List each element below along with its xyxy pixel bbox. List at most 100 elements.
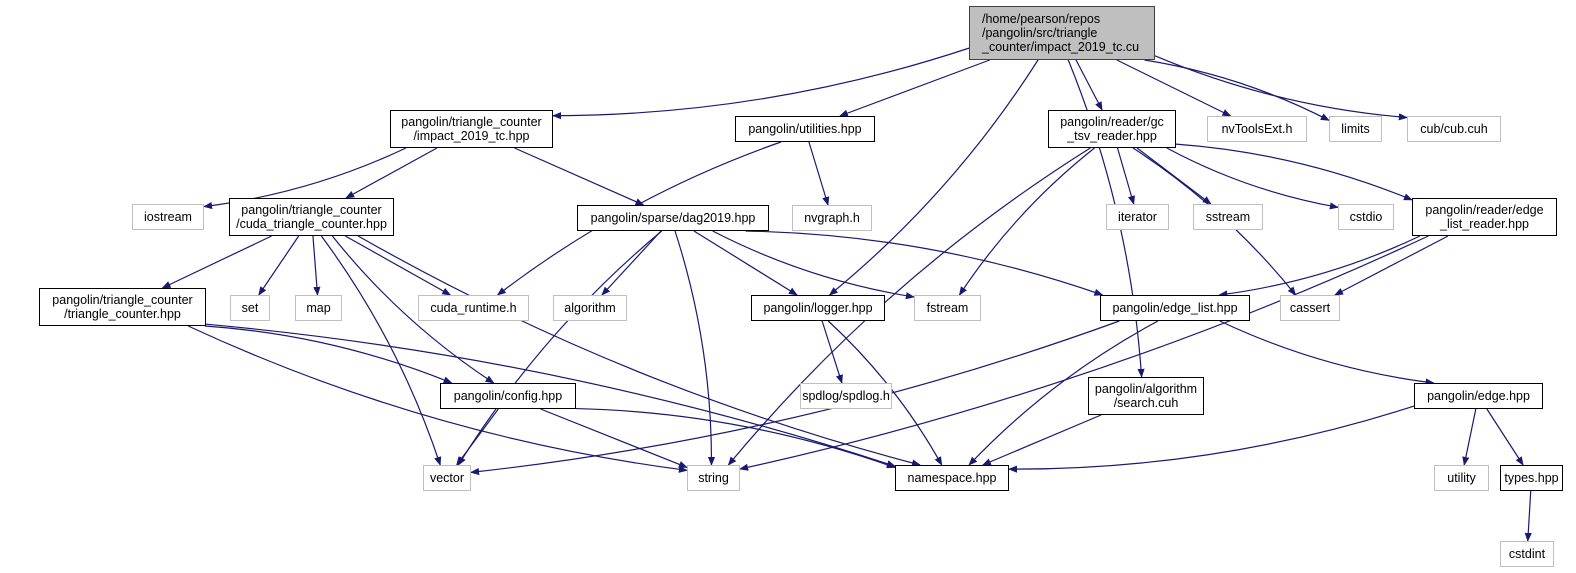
edge-root-to-utilities (838, 59, 990, 117)
node-iostream: iostream (132, 204, 204, 230)
node-types-hpp[interactable]: types.hpp (1500, 465, 1563, 491)
node-label: namespace.hpp (907, 471, 997, 485)
edge-cuda_tc-to-namespace (357, 235, 921, 467)
edge-edge_list-to-namespace (968, 320, 1159, 466)
node-utility: utility (1434, 465, 1489, 491)
node-iterator: iterator (1106, 204, 1169, 230)
node-label: pangolin/algorithm /search.cuh (1094, 382, 1198, 410)
node-label: pangolin/triangle_counter /cuda_triangle… (236, 203, 387, 231)
node-map: map (295, 295, 342, 321)
edge-impact_hpp-to-cuda_tc (345, 147, 438, 199)
edge-config-to-string (540, 408, 688, 468)
edge-edge_list-to-edge_hpp (1219, 320, 1435, 386)
edge-utilities-to-nvgraph (808, 141, 830, 206)
edge-dag2019-to-edge_list (745, 230, 1104, 296)
node-vector: vector (423, 465, 471, 491)
edge-root-to-logger (828, 59, 1039, 296)
edge-edge_hpp-to-namespace (1008, 405, 1415, 473)
node-root-impact-2019-tc-cu[interactable]: /home/pearson/repos /pangolin/src/triang… (969, 6, 1155, 60)
node-label: pangolin/sparse/dag2019.hpp (590, 211, 756, 225)
edge-root-to-cub (1154, 55, 1408, 121)
node-label: string (698, 471, 729, 485)
node-cuda-runtime-h: cuda_runtime.h (418, 295, 529, 321)
node-label: cub/cub.cuh (1420, 122, 1488, 136)
node-nvgraph-h: nvgraph.h (792, 205, 872, 231)
edge-gc_tsv-to-edge_list_reader (1175, 143, 1413, 201)
node-label: vector (429, 471, 465, 485)
node-label: iterator (1118, 210, 1157, 224)
node-label: pangolin/reader/edge _list_reader.hpp (1425, 203, 1544, 231)
edge-cuda_tc-to-tc_hpp (161, 235, 272, 289)
node-label: utility (1447, 471, 1476, 485)
edge-edge_list-to-vector (470, 320, 1120, 476)
node-limits: limits (1329, 116, 1382, 142)
edge-tc_hpp-to-string (187, 325, 688, 473)
node-label: pangolin/triangle_counter /triangle_coun… (52, 293, 193, 321)
node-label: algorithm (564, 301, 616, 315)
edge-root-to-nvtools (1116, 59, 1232, 117)
node-edge-list-hpp[interactable]: pangolin/edge_list.hpp (1100, 295, 1250, 321)
edge-dag2019-to-algorithm (601, 230, 662, 296)
node-cuda-triangle-counter-hpp[interactable]: pangolin/triangle_counter /cuda_triangle… (229, 198, 394, 236)
edge-root-to-gc_tsv (1075, 59, 1103, 111)
node-utilities-hpp[interactable]: pangolin/utilities.hpp (735, 116, 875, 142)
edge-edge_list_reader-to-edge_list (1218, 235, 1421, 298)
node-label: pangolin/logger.hpp (763, 301, 873, 315)
edge-edge_hpp-to-types (1486, 408, 1524, 466)
node-triangle-counter-hpp[interactable]: pangolin/triangle_counter /triangle_coun… (39, 288, 206, 326)
edge-cuda_tc-to-map (312, 235, 321, 296)
node-edge-hpp[interactable]: pangolin/edge.hpp (1414, 383, 1543, 409)
edge-tc_hpp-to-namespace (205, 323, 896, 468)
edge-dag2019-to-vector (457, 230, 663, 466)
node-label: cassert (1289, 301, 1331, 315)
node-label: cuda_runtime.h (430, 301, 517, 315)
node-label: nvToolsExt.h (1221, 122, 1293, 136)
edge-cuda_tc-to-config (331, 235, 495, 384)
node-label: pangolin/reader/gc _tsv_reader.hpp (1060, 115, 1164, 143)
node-label: cstdint (1508, 547, 1546, 561)
node-gc-tsv-reader-hpp[interactable]: pangolin/reader/gc _tsv_reader.hpp (1048, 110, 1176, 148)
node-label: pangolin/config.hpp (453, 389, 563, 403)
node-algorithm: algorithm (553, 295, 627, 321)
edge-dag2019-to-logger (693, 230, 798, 296)
node-label: pangolin/utilities.hpp (748, 122, 862, 136)
node-namespace-hpp[interactable]: namespace.hpp (895, 465, 1009, 491)
node-sstream: sstream (1193, 204, 1263, 230)
edge-tc_hpp-to-config (204, 325, 453, 384)
node-impact-2019-tc-hpp[interactable]: pangolin/triangle_counter /impact_2019_t… (390, 110, 553, 148)
node-label: pangolin/triangle_counter /impact_2019_t… (401, 115, 542, 143)
node-label: nvgraph.h (804, 211, 860, 225)
edge-cuda_tc-to-cuda_runtime (345, 235, 452, 296)
edge-cuda_tc-to-vector (320, 235, 442, 466)
node-fstream: fstream (914, 295, 981, 321)
edge-impact_hpp-to-dag2019 (514, 147, 645, 206)
node-dag2019-hpp[interactable]: pangolin/sparse/dag2019.hpp (577, 205, 769, 231)
node-cassert: cassert (1280, 295, 1340, 321)
edge-gc_tsv-to-iterator (1116, 147, 1135, 205)
edge-logger-to-spdlog (821, 320, 843, 384)
edge-root-to-impact_hpp (552, 47, 970, 120)
node-label: map (306, 301, 331, 315)
node-label: cstdio (1349, 210, 1383, 224)
node-edge-list-reader-hpp[interactable]: pangolin/reader/edge _list_reader.hpp (1412, 198, 1557, 236)
edge-types-to-cstdint (1524, 490, 1532, 542)
node-cstdio: cstdio (1338, 204, 1394, 230)
edge-gc_tsv-to-cstdio (1166, 147, 1339, 210)
node-label: /home/pearson/repos /pangolin/src/triang… (982, 12, 1140, 54)
edge-config-to-namespace (575, 407, 896, 469)
node-label: fstream (926, 301, 969, 315)
edge-config-to-vector (456, 408, 499, 466)
node-nvtoolsext-h: nvToolsExt.h (1207, 116, 1307, 142)
node-label: sstream (1205, 210, 1251, 224)
node-config-hpp[interactable]: pangolin/config.hpp (440, 383, 576, 409)
edge-search-to-namespace (981, 414, 1102, 466)
node-label: limits (1341, 122, 1370, 136)
node-label: pangolin/edge.hpp (1427, 389, 1530, 403)
node-logger-hpp[interactable]: pangolin/logger.hpp (751, 295, 885, 321)
node-search-cuh[interactable]: pangolin/algorithm /search.cuh (1088, 377, 1204, 415)
node-spdlog-h: spdlog/spdlog.h (800, 383, 892, 409)
edge-layer (161, 47, 1532, 542)
edge-edge_hpp-to-utility (1462, 408, 1477, 466)
node-label: spdlog/spdlog.h (802, 389, 890, 403)
